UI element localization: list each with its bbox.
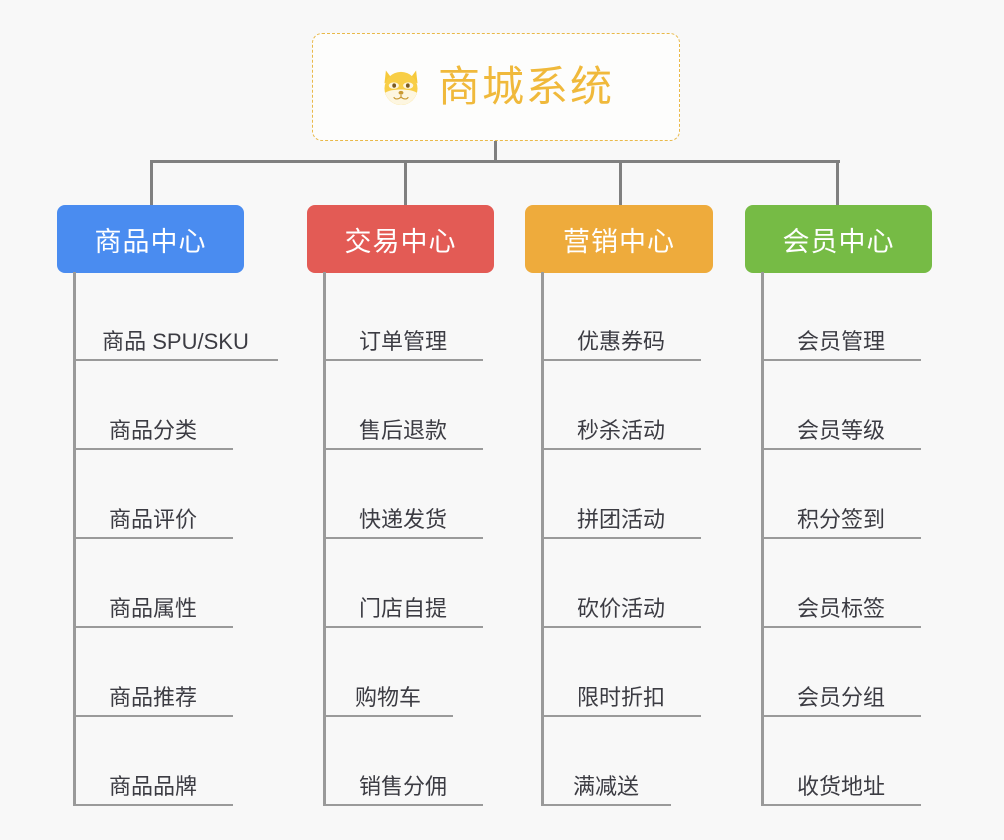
category-title-product: 商品中心: [94, 226, 207, 257]
leaf-item[interactable]: 商品 SPU/SKU: [73, 272, 278, 361]
branch-trunk-trade: [323, 272, 326, 806]
drop-line-2: [404, 160, 407, 206]
category-box-product[interactable]: 商品中心: [57, 205, 244, 273]
leaf-item[interactable]: 会员标签: [761, 539, 921, 628]
leaf-item[interactable]: 销售分佣: [323, 717, 483, 806]
leaf-item[interactable]: 限时折扣: [541, 628, 701, 717]
root-node[interactable]: 商城系统: [312, 33, 680, 141]
leaf-item[interactable]: 积分签到: [761, 450, 921, 539]
leaf-item[interactable]: 满减送: [541, 717, 671, 806]
drop-line-4: [836, 160, 839, 206]
root-title: 商城系统: [437, 63, 614, 110]
leaf-label: 售后退款: [358, 417, 447, 443]
category-box-marketing[interactable]: 营销中心: [525, 205, 713, 273]
leaf-label: 会员标签: [796, 595, 885, 621]
category-title-marketing: 营销中心: [563, 226, 675, 257]
shiba-dog-emoji: [378, 64, 424, 110]
leaf-item[interactable]: 优惠券码: [541, 272, 701, 361]
leaf-item[interactable]: 购物车: [323, 628, 453, 717]
leaf-label: 会员分组: [796, 684, 885, 710]
leaf-label: 限时折扣: [576, 684, 665, 710]
leaf-item[interactable]: 快递发货: [323, 450, 483, 539]
root-stem-line: [494, 141, 497, 162]
leaf-label: 秒杀活动: [576, 417, 665, 443]
leaf-item[interactable]: 拼团活动: [541, 450, 701, 539]
leaf-label: 快递发货: [358, 506, 447, 532]
category-title-member: 会员中心: [782, 226, 895, 257]
leaf-item[interactable]: 收货地址: [761, 717, 921, 806]
leaf-label: 商品 SPU/SKU: [102, 328, 249, 354]
leaf-label: 会员等级: [796, 417, 885, 443]
category-box-member[interactable]: 会员中心: [745, 205, 932, 273]
leaf-label: 商品分类: [108, 417, 197, 443]
leaf-label: 销售分佣: [358, 773, 447, 799]
leaf-label: 拼团活动: [576, 506, 665, 532]
branch-trunk-product: [73, 272, 76, 806]
leaf-label: 订单管理: [358, 328, 447, 354]
leaf-item[interactable]: 售后退款: [323, 361, 483, 450]
leaf-label: 收货地址: [796, 773, 885, 799]
leaf-label: 优惠券码: [576, 328, 665, 354]
branch-trunk-member: [761, 272, 764, 806]
horizontal-bus-line: [150, 160, 840, 163]
leaf-label: 满减送: [572, 773, 639, 799]
leaf-label: 购物车: [354, 684, 421, 710]
drop-line-3: [619, 160, 622, 206]
leaf-label: 会员管理: [796, 328, 885, 354]
branch-trunk-marketing: [541, 272, 544, 806]
leaf-item[interactable]: 商品推荐: [73, 628, 233, 717]
leaf-item[interactable]: 商品属性: [73, 539, 233, 628]
leaf-item[interactable]: 会员分组: [761, 628, 921, 717]
leaf-label: 商品评价: [108, 506, 197, 532]
leaf-label: 门店自提: [358, 595, 447, 621]
leaf-item[interactable]: 秒杀活动: [541, 361, 701, 450]
leaf-item[interactable]: 会员等级: [761, 361, 921, 450]
drop-line-1: [150, 160, 153, 206]
leaf-label: 积分签到: [796, 506, 885, 532]
leaf-label: 商品品牌: [108, 773, 197, 799]
leaf-item[interactable]: 会员管理: [761, 272, 921, 361]
category-title-trade: 交易中心: [344, 226, 457, 257]
leaf-label: 商品属性: [108, 595, 197, 621]
leaf-item[interactable]: 商品品牌: [73, 717, 233, 806]
leaf-item[interactable]: 订单管理: [323, 272, 483, 361]
leaf-label: 商品推荐: [108, 684, 197, 710]
leaf-item[interactable]: 门店自提: [323, 539, 483, 628]
category-box-trade[interactable]: 交易中心: [307, 205, 494, 273]
leaf-item[interactable]: 砍价活动: [541, 539, 701, 628]
leaf-label: 砍价活动: [576, 595, 665, 621]
leaf-item[interactable]: 商品评价: [73, 450, 233, 539]
leaf-item[interactable]: 商品分类: [73, 361, 233, 450]
